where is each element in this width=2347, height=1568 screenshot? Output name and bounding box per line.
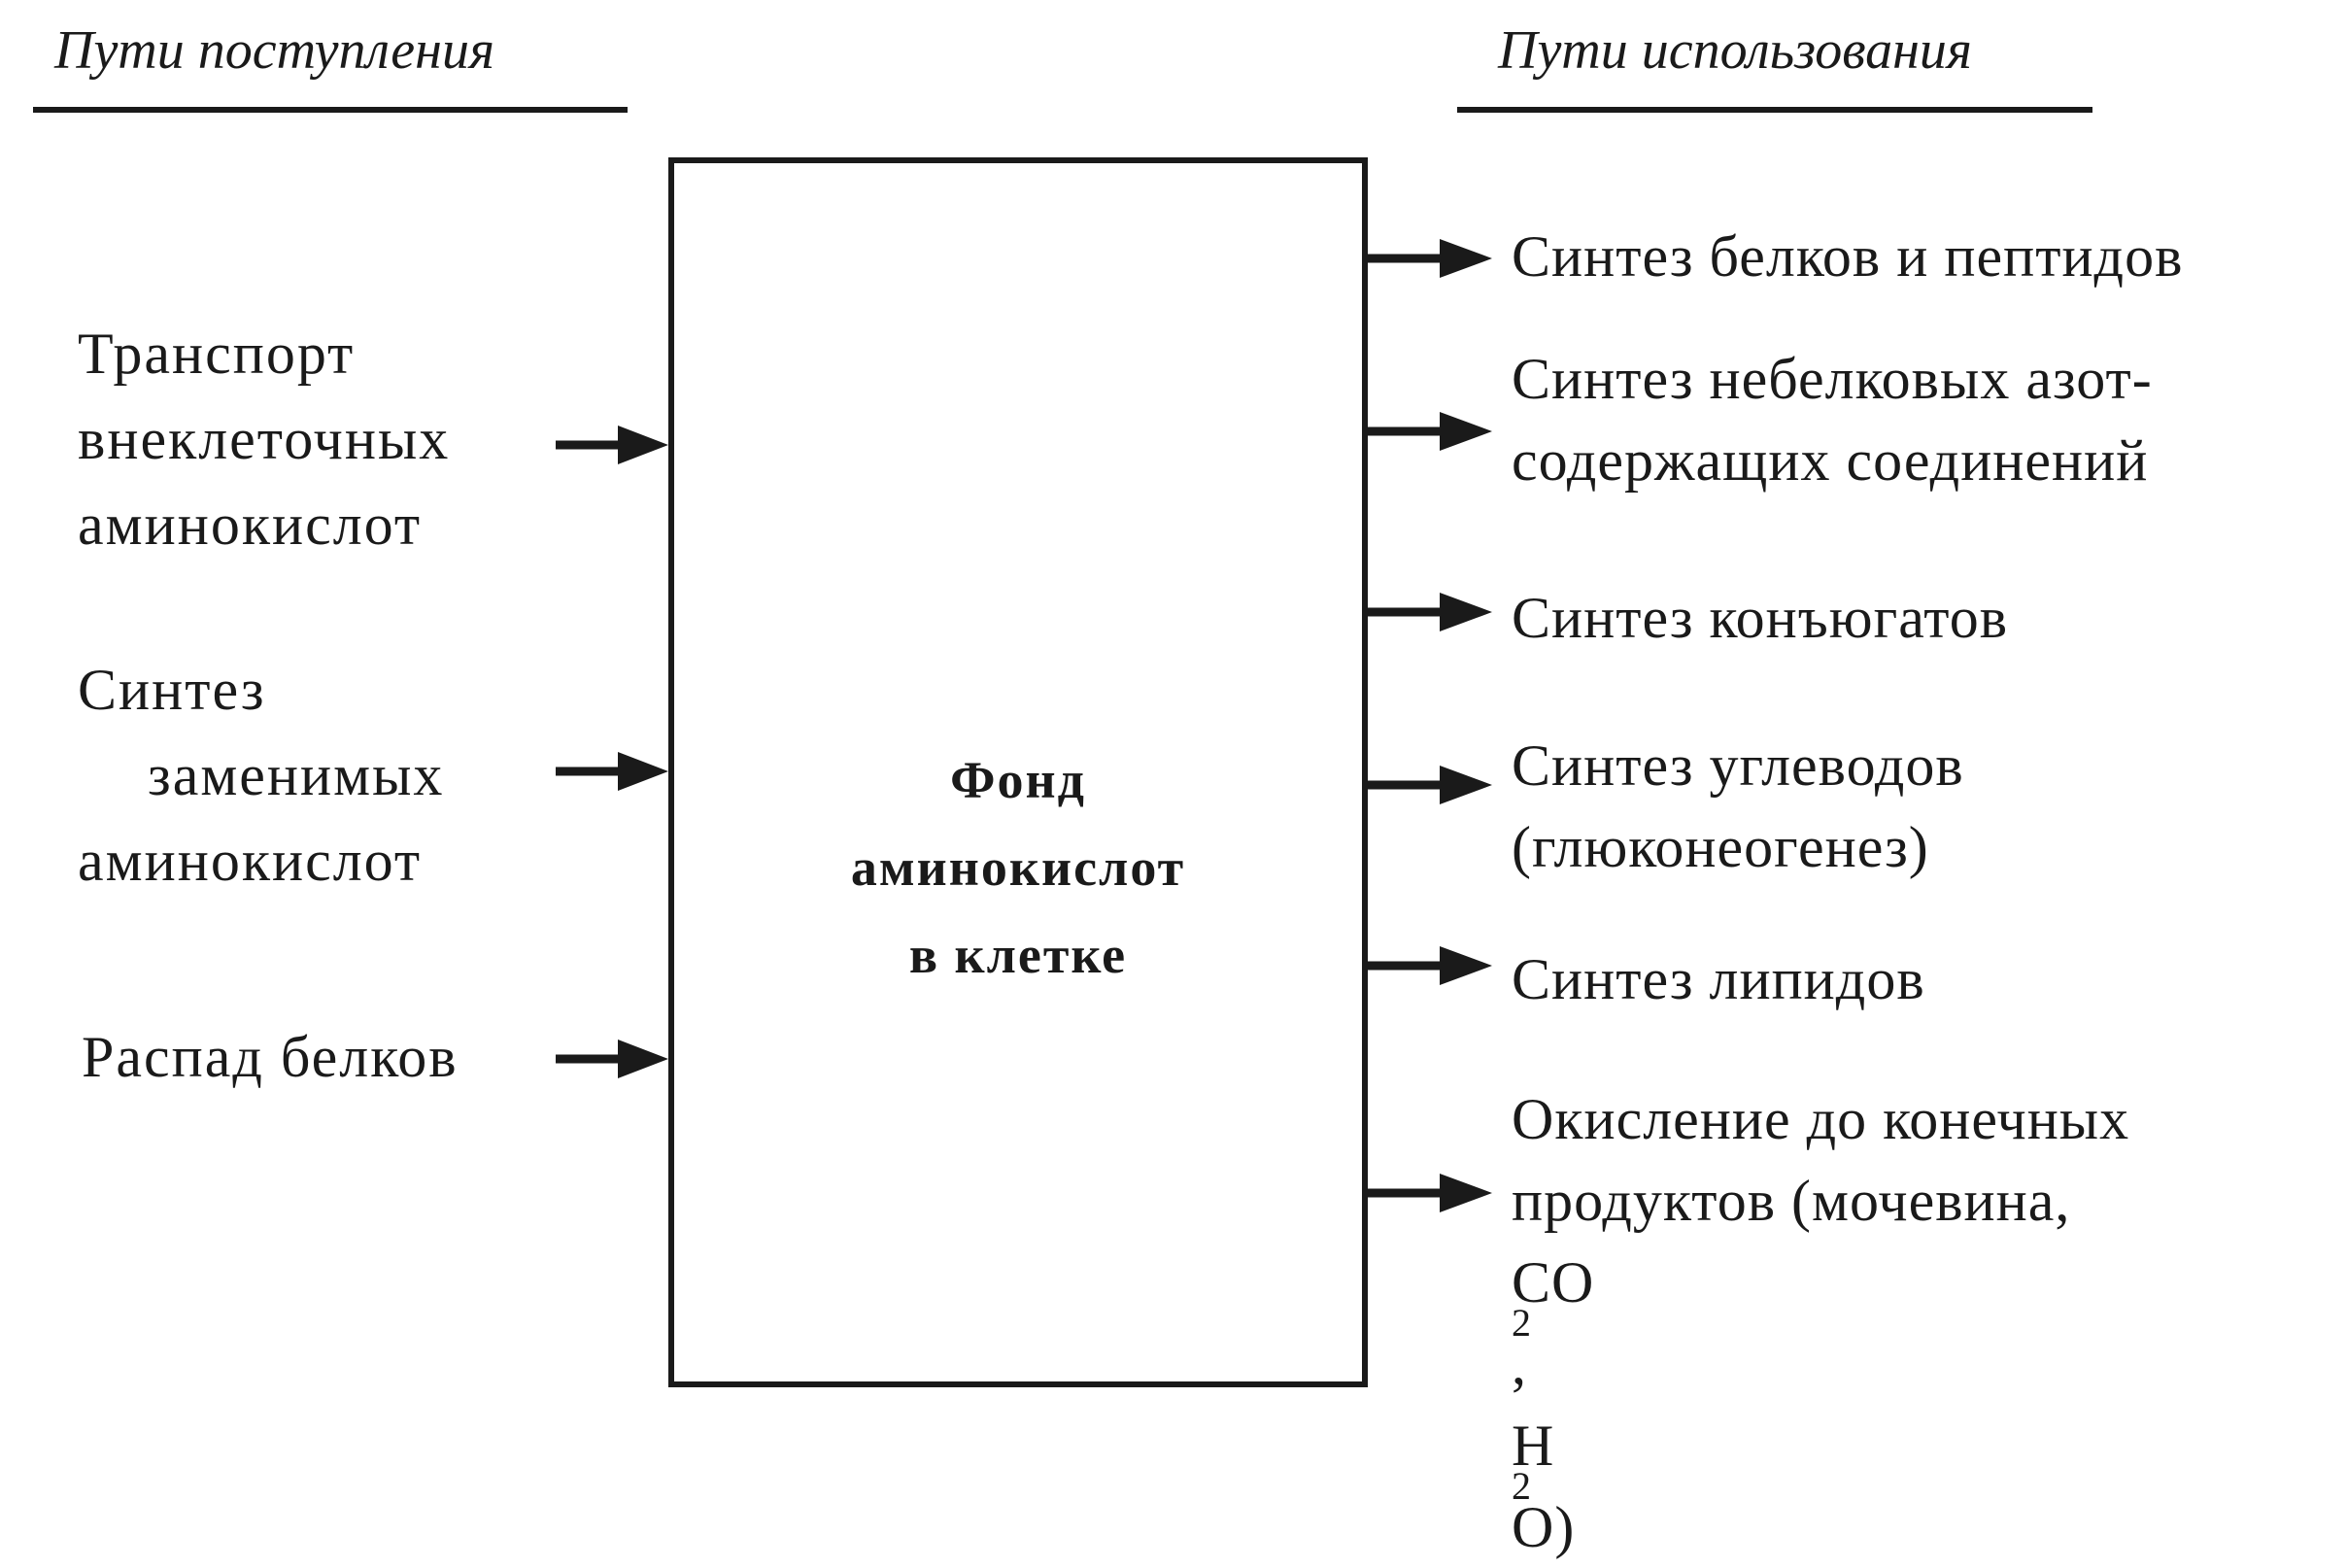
output-arrow: [1368, 593, 1492, 631]
input-line: аминокислот: [78, 493, 423, 557]
output-lipids-label: Синтез липидов: [1512, 938, 1925, 1020]
output-conjugates-label: Синтез конъюгатов: [1512, 577, 2008, 659]
input-line: заменимых: [148, 743, 445, 807]
input-line: Синтез: [78, 658, 266, 722]
output-oxidation-label: Окисление до конечных продуктов (мочевин…: [1512, 1078, 2129, 1568]
amino-acid-pool-box: Фонд аминокислот в клетке: [668, 157, 1368, 1387]
header-input-pathways: Пути поступления: [54, 20, 494, 81]
output-nitrogen-compounds-label: Синтез небелковых азот- содержащих соеди…: [1512, 338, 2153, 501]
header-usage-pathways: Пути использования: [1498, 20, 1972, 81]
input-line: Распад белков: [82, 1025, 459, 1089]
input-line: Транспорт: [78, 322, 356, 386]
input-transport-label: Транспорт внеклеточных аминокислот: [78, 311, 450, 567]
output-line: Синтез небелковых азот-: [1512, 347, 2153, 411]
input-arrow: [556, 426, 668, 464]
output-arrow: [1368, 946, 1492, 985]
output-line: Синтез липидов: [1512, 947, 1925, 1011]
output-arrow: [1368, 239, 1492, 278]
input-arrow: [556, 1040, 668, 1078]
amino-acid-pool-label: Фонд аминокислот в клетке: [674, 736, 1362, 999]
output-arrow: [1368, 1174, 1492, 1212]
output-arrow: [1368, 412, 1492, 451]
pool-label-line: в клетке: [908, 926, 1128, 984]
formula-h: H: [1512, 1414, 1555, 1478]
formula-o: O): [1512, 1495, 1576, 1559]
pool-label-line: аминокислот: [850, 838, 1186, 897]
input-line: внеклеточных: [78, 407, 451, 471]
header-right-underline: [1457, 107, 2092, 113]
pool-label-line: Фонд: [950, 751, 1086, 809]
output-line: продуктов (мочевина,: [1512, 1169, 2071, 1233]
output-line: Синтез конъюгатов: [1512, 586, 2009, 650]
output-line: Окисление до конечных: [1512, 1087, 2130, 1151]
output-line: (глюконеогенез): [1512, 815, 1929, 879]
header-left-underline: [33, 107, 628, 113]
output-line: содержащих соединений: [1512, 428, 2149, 493]
input-protein-breakdown-label: Распад белков: [82, 1014, 459, 1100]
input-arrow: [556, 752, 668, 791]
input-synthesis-label: Синтез заменимых аминокислот: [78, 647, 444, 903]
output-gluconeogenesis-label: Синтез углеводов (глюконеогенез): [1512, 725, 1964, 888]
formula-co: CO: [1512, 1250, 1595, 1314]
output-line: Синтез белков и пептидов: [1512, 224, 2184, 289]
input-line: аминокислот: [78, 829, 423, 893]
output-line: Синтез углеводов: [1512, 733, 1964, 798]
formula-separator: ,: [1512, 1332, 1527, 1396]
output-arrow: [1368, 766, 1492, 804]
output-protein-synthesis-label: Синтез белков и пептидов: [1512, 216, 2183, 297]
